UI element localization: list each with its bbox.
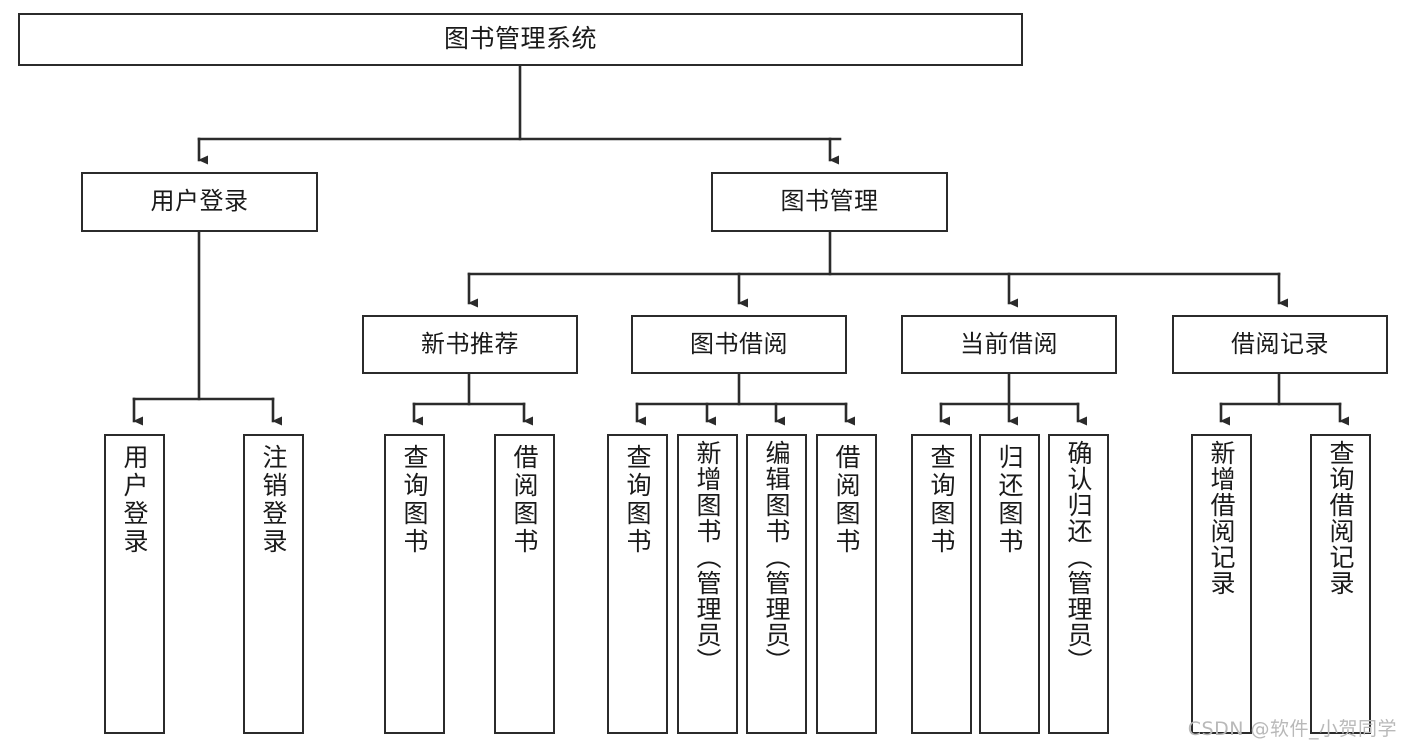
node-new-book-recommend[interactable]: 新书推荐 [362,315,578,374]
node-borrow-record[interactable]: 借阅记录 [1172,315,1388,374]
node-label: 确认归还（管理员） [1064,440,1093,674]
node-label: 注销登录 [259,444,288,556]
node-label: 借阅图书 [510,444,539,556]
leaf-current-borrow-1[interactable]: 归还图书 [979,434,1040,734]
node-label: 当前借阅 [960,329,1058,358]
node-label: 图书管理 [780,187,879,216]
leaf-user-login-0[interactable]: 用户登录 [104,434,165,734]
node-label: 新书推荐 [421,329,519,358]
leaf-book-borrow-3[interactable]: 借阅图书 [816,434,877,734]
node-label: 图书借阅 [690,329,788,358]
node-label: 查询借阅记录 [1326,440,1355,596]
node-label: 用户登录 [120,444,149,556]
node-book-borrow[interactable]: 图书借阅 [631,315,847,374]
leaf-book-borrow-0[interactable]: 查询图书 [607,434,668,734]
leaf-book-borrow-2[interactable]: 编辑图书（管理员） [746,434,807,734]
node-label: 用户登录 [150,187,249,216]
node-current-borrow[interactable]: 当前借阅 [901,315,1117,374]
node-label: 图书管理系统 [443,24,597,54]
csdn-watermark: CSDN @软件_小贺同学 [1187,718,1397,740]
leaf-current-borrow-2[interactable]: 确认归还（管理员） [1048,434,1109,734]
leaf-new-book-recommend-1[interactable]: 借阅图书 [494,434,555,734]
leaf-book-borrow-1[interactable]: 新增图书（管理员） [677,434,738,734]
node-label: 查询图书 [927,444,956,556]
leaf-new-book-recommend-0[interactable]: 查询图书 [384,434,445,734]
node-label: 借阅记录 [1231,329,1329,358]
node-label: 查询图书 [400,444,429,556]
leaf-borrow-record-1[interactable]: 查询借阅记录 [1310,434,1371,734]
node-user-login[interactable]: 用户登录 [81,172,318,232]
leaf-current-borrow-0[interactable]: 查询图书 [911,434,972,734]
node-label: 查询图书 [623,444,652,556]
node-label: 新增借阅记录 [1207,440,1236,596]
node-label: 借阅图书 [832,444,861,556]
node-label: 归还图书 [995,444,1024,556]
node-root-book-management-system[interactable]: 图书管理系统 [18,13,1023,66]
leaf-borrow-record-0[interactable]: 新增借阅记录 [1191,434,1252,734]
node-label: 新增图书（管理员） [693,440,722,674]
leaf-user-login-1[interactable]: 注销登录 [243,434,304,734]
node-label: 编辑图书（管理员） [762,440,791,674]
node-book-management[interactable]: 图书管理 [711,172,948,232]
